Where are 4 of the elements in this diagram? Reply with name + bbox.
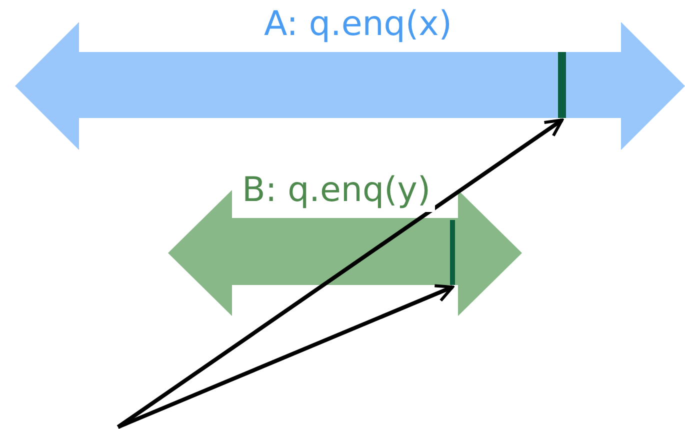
arrow [116, 118, 564, 429]
linearization-mark [450, 220, 455, 285]
linearization-mark [558, 52, 566, 118]
arrow [117, 284, 454, 429]
